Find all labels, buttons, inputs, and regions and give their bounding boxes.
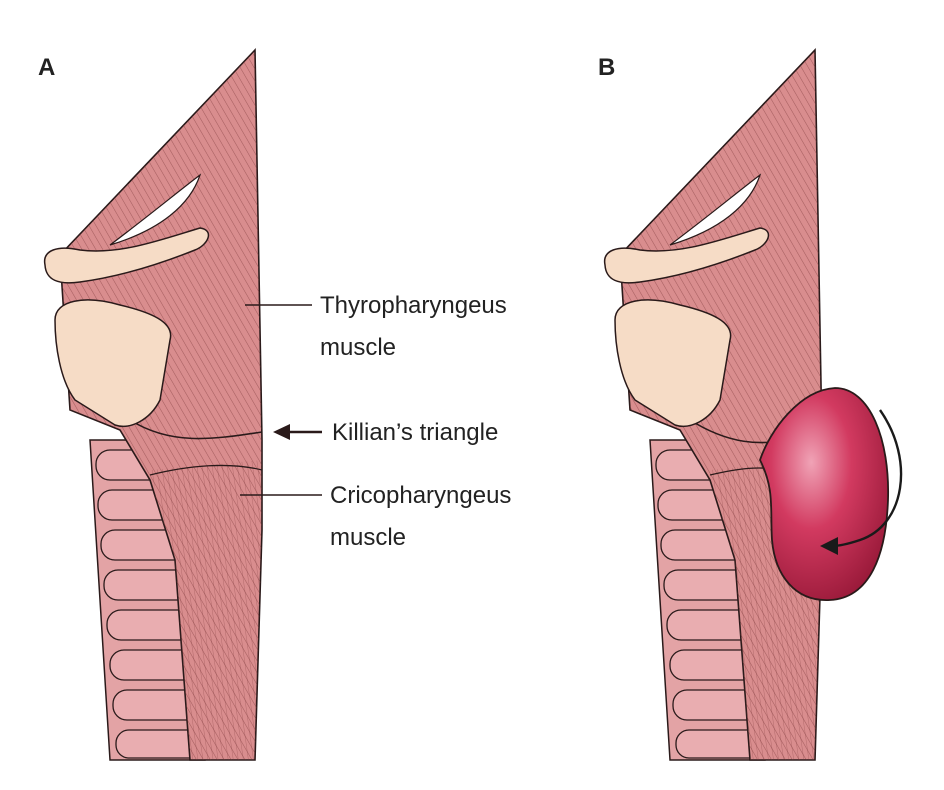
- pharyngeal-muscle-b: [619, 48, 823, 761]
- diverticulum-pouch: [759, 387, 889, 601]
- killian-arrow: [273, 424, 322, 440]
- cartilage-a: [43, 227, 210, 427]
- panel-b: B: [598, 48, 903, 761]
- cricopharyngeus-label-line1: Cricopharyngeus: [330, 482, 511, 509]
- cricopharyngeus-label-line2: muscle: [330, 524, 406, 551]
- leader-lines-a: [240, 304, 322, 496]
- panel-a: A: [38, 48, 511, 761]
- cartilage-b: [603, 227, 770, 427]
- curved-arrow: [820, 409, 903, 555]
- thyropharyngeus-label-line1: Thyropharyngeus: [320, 292, 507, 319]
- thyropharyngeus-label-line2: muscle: [320, 334, 396, 361]
- killian-triangle-label: Killian’s triangle: [332, 419, 498, 446]
- panel-a-letter: A: [38, 54, 55, 81]
- pharyngeal-muscle-a: [59, 48, 263, 761]
- panel-b-letter: B: [598, 54, 615, 81]
